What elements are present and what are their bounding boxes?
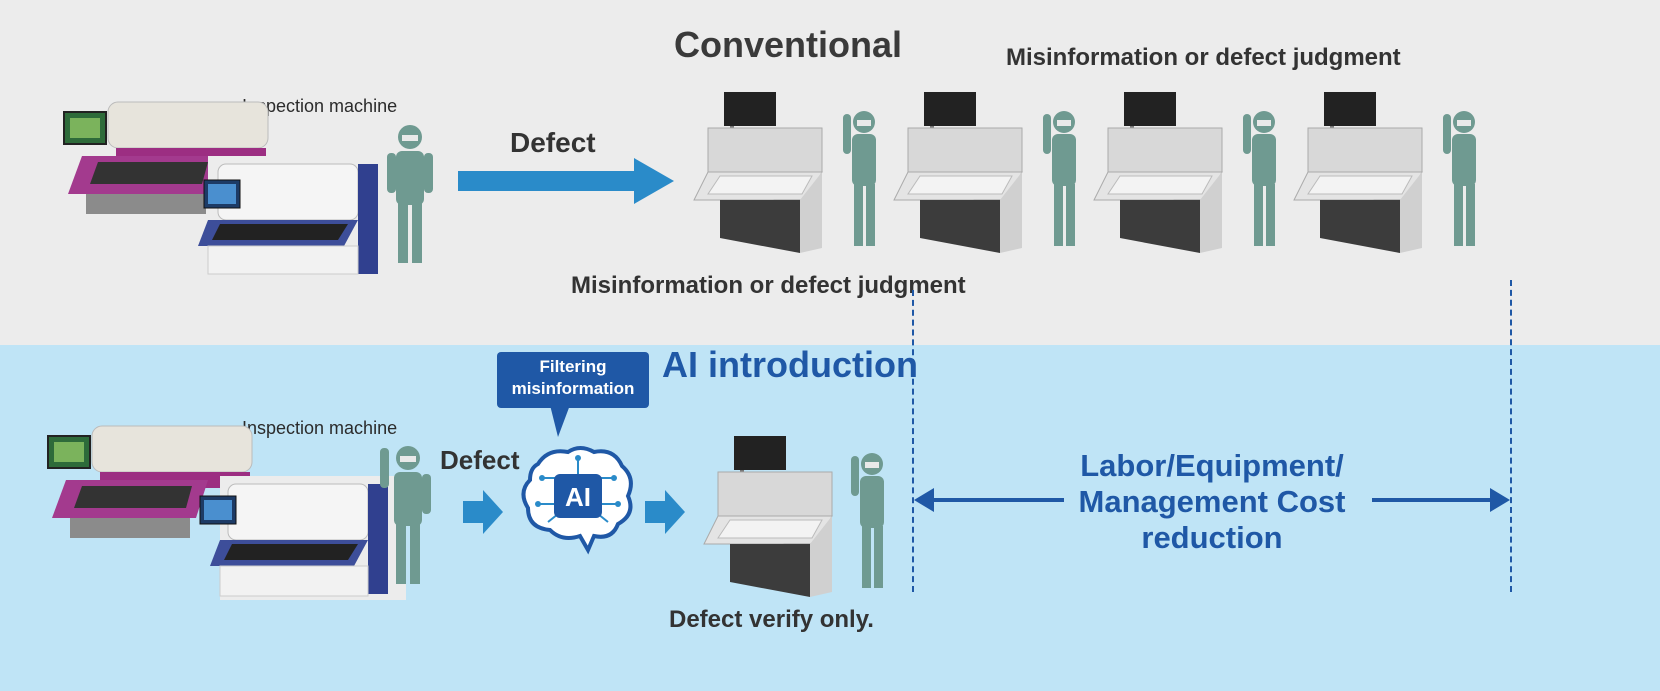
operator-figure	[1043, 111, 1076, 246]
inspection-machine-label-bottom: Inspection machine	[242, 418, 398, 438]
cost-reduction-label: Labor/Equipment/ Management Cost reducti…	[1062, 448, 1362, 556]
verify-station	[893, 92, 1023, 253]
defect-arrow-small-1	[463, 490, 503, 534]
defect-verify-only-label: Defect verify only.	[669, 606, 874, 633]
dashed-guide-left	[912, 290, 914, 592]
callout-text: Filtering misinformation	[511, 357, 635, 398]
operator-figure	[1243, 111, 1276, 246]
operator-figure-bottom-right	[851, 453, 884, 588]
inspection-machine-bottom	[47, 425, 406, 600]
filtering-misinformation-callout: Filtering misinformation	[497, 352, 649, 408]
verify-station-bottom	[703, 436, 833, 597]
cost-reduction-text: Labor/Equipment/ Management Cost reducti…	[1078, 448, 1346, 555]
defect-arrow-small-2	[645, 490, 685, 534]
verify-station-row	[690, 88, 1510, 258]
operator-figure-bottom-left	[380, 446, 431, 584]
verify-station	[693, 92, 823, 253]
cost-range-arrow-left	[914, 488, 1064, 512]
callout-pointer	[550, 405, 570, 437]
ai-introduction-heading: AI introduction	[662, 344, 918, 385]
inspection-machine-label-top: Inspection machine	[242, 96, 398, 116]
dashed-guide-right	[1510, 280, 1512, 592]
verify-station	[1093, 92, 1223, 253]
operator-figure	[1443, 111, 1476, 246]
defect-arrow-label-top: Defect	[510, 127, 596, 158]
cost-range-arrow-right	[1372, 488, 1510, 512]
ai-chip-label: AI	[565, 482, 591, 512]
defect-arrow-label-bottom: Defect	[440, 445, 520, 475]
ai-brain-chip-icon: AI	[521, 446, 633, 555]
judgment-label-bottom: Misinformation or defect judgment	[571, 272, 966, 299]
conventional-heading: Conventional	[674, 24, 903, 65]
operator-figure-top	[387, 125, 433, 263]
defect-arrow-top	[458, 158, 674, 204]
operator-figure	[843, 111, 876, 246]
judgment-label-top: Misinformation or defect judgment	[1006, 44, 1401, 71]
verify-station	[1293, 92, 1423, 253]
inspection-machine-top	[63, 101, 408, 280]
